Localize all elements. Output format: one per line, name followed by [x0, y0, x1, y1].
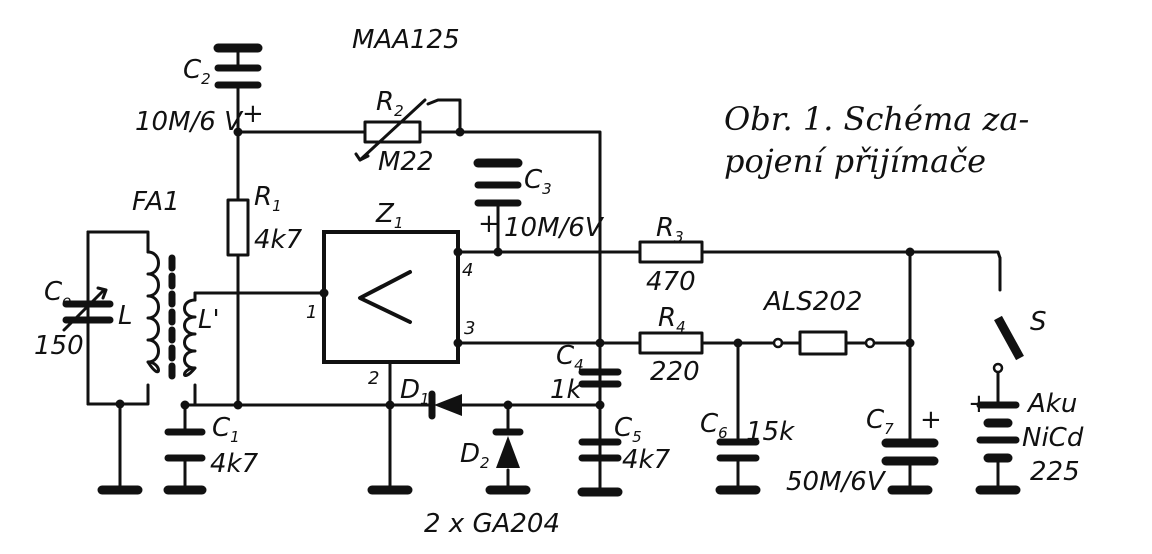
r1-value: 4k7 — [254, 225, 303, 255]
capacitor-c4 — [578, 368, 622, 438]
r3-ref: R3 — [656, 213, 684, 246]
trimmer-capacitor-c0 — [62, 230, 114, 406]
r2-value: M22 — [378, 147, 434, 177]
r1-ref: R1 — [254, 182, 282, 215]
r4-value: 220 — [650, 357, 700, 387]
resistor-r3 — [638, 240, 704, 264]
c3-value: 10M/6V — [504, 213, 605, 243]
z1-pin2: 2 — [368, 368, 379, 389]
r4-ref: R4 — [658, 303, 686, 336]
battery-nicd — [976, 401, 1020, 463]
switch-label: S — [1030, 307, 1047, 337]
c7-plus: + — [920, 405, 942, 435]
d2-ref: D2 — [460, 439, 490, 472]
c0-ref: Co — [44, 277, 71, 310]
inductor-l — [146, 250, 176, 384]
battery-label-nicd: NiCd — [1022, 423, 1084, 453]
c4-ref: C4 — [556, 341, 584, 374]
z1-pin3: 3 — [464, 318, 475, 339]
battery-plus: + — [968, 389, 990, 419]
z1-pin1: 1 — [306, 302, 317, 323]
diode-d1 — [428, 390, 462, 420]
figure-caption-line1: Obr. 1. Schéma za- — [724, 100, 1029, 138]
c3-plus: + — [478, 209, 500, 239]
amplifier-z1 — [322, 230, 460, 364]
potentiometer-r2 — [354, 98, 427, 162]
capacitor-c2 — [213, 43, 263, 89]
battery-label-capacity: 225 — [1030, 457, 1080, 487]
l-prime-ref: L' — [198, 305, 220, 335]
c3-ref: C3 — [524, 165, 552, 198]
c2-plus: + — [242, 99, 264, 129]
capacitor-c7 — [881, 438, 939, 466]
c5-value: 4k7 — [622, 445, 671, 475]
earphone-label: ALS202 — [762, 287, 862, 317]
c2-ref: C2 — [183, 55, 211, 88]
inductor-l-prime — [183, 298, 197, 377]
diode-d2 — [492, 428, 524, 468]
c5-ref: C5 — [614, 413, 642, 446]
resistor-r1 — [226, 198, 250, 257]
c0-value: 150 — [34, 331, 84, 361]
c6-value: 15k — [746, 417, 795, 447]
resistor-r4 — [638, 331, 704, 355]
c2-value: 10M/6 V — [135, 107, 244, 137]
c7-value: 50M/6V — [786, 467, 887, 497]
c6-ref: C6 — [700, 409, 728, 442]
c4-value: 1k — [550, 375, 583, 405]
l-ref: L — [118, 301, 133, 331]
capacitor-c3 — [473, 158, 523, 228]
c1-value: 4k7 — [210, 449, 259, 479]
c1-ref: C1 — [212, 413, 240, 446]
earphone-als202 — [772, 330, 876, 356]
capacitor-c5 — [578, 438, 622, 492]
ground-symbols — [97, 485, 1021, 497]
chip-name-label: MAA125 — [352, 25, 460, 55]
capacitor-c6 — [716, 438, 760, 462]
battery-label-aku: Aku — [1026, 389, 1077, 419]
diodes-type-label: 2 x GA204 — [424, 509, 560, 539]
junction-dots — [115, 127, 915, 410]
figure-caption-line2: pojení přijímače — [724, 142, 986, 180]
r3-value: 470 — [646, 267, 696, 297]
z1-ref: Z1 — [375, 199, 403, 232]
capacitor-c1 — [164, 428, 206, 462]
switch-s — [992, 315, 1024, 374]
z1-pin4: 4 — [462, 260, 473, 281]
c7-ref: C7 — [866, 405, 894, 438]
r2-ref: R2 — [376, 87, 404, 120]
coil-name-label: FA1 — [132, 187, 180, 217]
d1-ref: D1 — [400, 375, 430, 408]
